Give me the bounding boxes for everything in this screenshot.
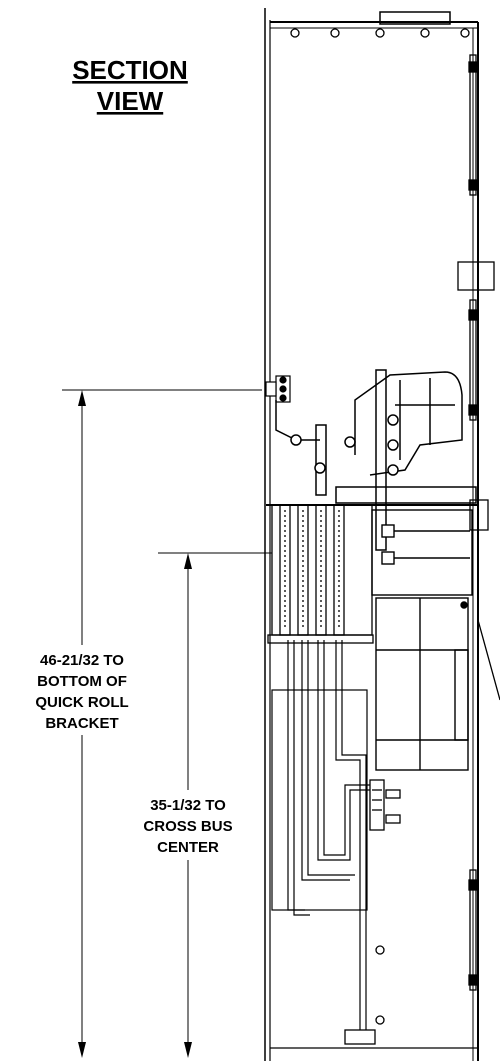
right-side-hardware: [457, 54, 500, 991]
top-bolts: [290, 28, 470, 38]
dim2-line-2: CROSS BUS: [143, 818, 232, 835]
vertical-bus-bars: [267, 504, 374, 644]
breaker-body: [375, 597, 469, 771]
dim1-line-1: 46-21/32 TO: [40, 652, 124, 669]
title-line-2: VIEW: [97, 86, 164, 116]
title-line-1: SECTION: [72, 55, 188, 85]
dim1-line-4: BRACKET: [45, 715, 118, 732]
enclosure: [264, 8, 479, 1061]
lower-terminal-lugs: [344, 779, 401, 1045]
dimension-35-1-32: 35-1/32 TO CROSS BUS CENTER: [125, 552, 272, 1058]
dimension-46-21-32: 46-21/32 TO BOTTOM OF QUICK ROLL BRACKET: [18, 389, 262, 1058]
section-view-title: SECTION VIEW: [72, 55, 188, 116]
dim1-line-3: QUICK ROLL: [35, 694, 128, 711]
terminal-block: [265, 375, 291, 403]
dim2-line-1: 35-1/32 TO: [150, 797, 226, 814]
dim1-line-2: BOTTOM OF: [37, 673, 127, 690]
cross-bus: [371, 509, 473, 609]
dim2-line-3: CENTER: [157, 839, 219, 856]
cable-runs: [271, 640, 380, 1030]
